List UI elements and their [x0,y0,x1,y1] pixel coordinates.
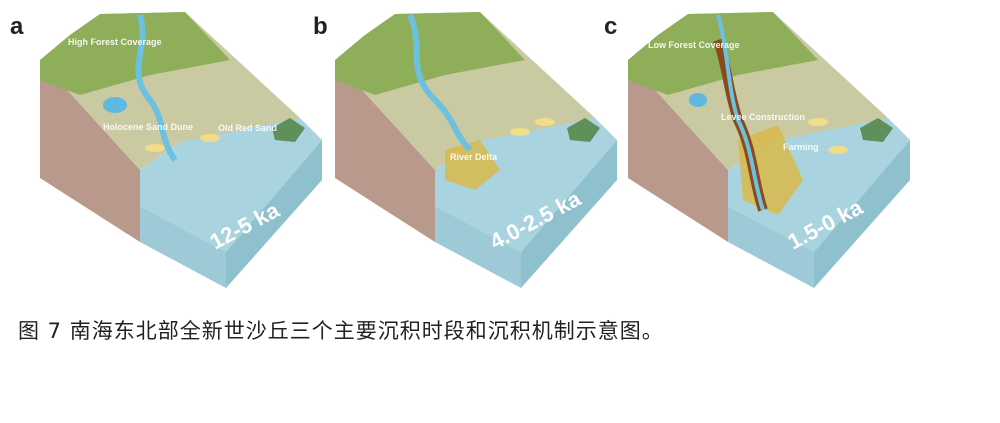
block-diagram-figure: a High Forest Coverage Holocene Sand Dun… [10,12,910,288]
sand-dune [200,134,220,142]
river [135,14,178,162]
annotation: River Delta [450,152,498,162]
sand-dune [145,144,165,152]
annotation: Low Forest Coverage [648,40,740,50]
annotation: Holocene Sand Dune [103,122,193,132]
sand-dune [808,118,828,126]
sand-dune [510,128,530,136]
figure-caption: 图 7 南海东北部全新世沙丘三个主要沉积时段和沉积机制示意图。 [18,319,664,343]
panel-a: a High Forest Coverage Holocene Sand Dun… [10,12,322,288]
panel-c: c Low Forest Coverage Levee Construction… [604,12,910,288]
panel-letter: c [604,13,617,40]
sand-dune [535,118,555,126]
sand-dune [828,146,848,154]
panel-letter: b [313,13,328,40]
lake [103,97,127,113]
panel-b: b River Delta 4.0-2.5 ka [313,12,617,288]
annotation: Levee Construction [721,112,805,122]
river [407,13,473,153]
annotation: Farming [783,142,819,152]
lake [689,93,707,107]
river [716,14,765,211]
annotation: High Forest Coverage [68,37,162,47]
panel-letter: a [10,13,24,40]
river-delta [445,140,500,190]
annotation: Old Red Sand [218,123,277,133]
